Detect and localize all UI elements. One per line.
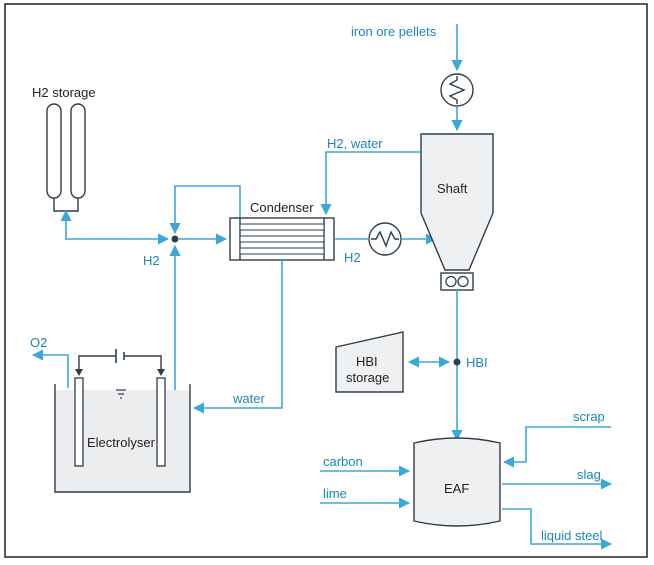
- h2-junction: [171, 235, 179, 243]
- h2-right-label: H2: [344, 250, 361, 265]
- shaft-furnace: [420, 133, 494, 271]
- slag-label: slag: [577, 467, 601, 482]
- h2-water-label: H2, water: [327, 136, 383, 151]
- flow-liquid-steel: [502, 508, 613, 550]
- shaft-label: Shaft: [437, 181, 468, 196]
- water-label: water: [232, 391, 265, 406]
- h2-left-label: H2: [143, 253, 160, 268]
- hbi-label: HBI: [466, 355, 488, 370]
- h2-heater: [368, 222, 402, 256]
- hbi-storage-label-2: storage: [346, 370, 389, 385]
- lime-label: lime: [323, 486, 347, 501]
- condenser-label: Condenser: [250, 200, 314, 215]
- h2-storage-tanks: [46, 103, 86, 212]
- power-supply: [75, 349, 165, 376]
- hbi-junction: [453, 358, 461, 366]
- flow-o2-out: [31, 349, 69, 388]
- shaft-discharge: [440, 272, 474, 291]
- flow-offgas-to-condenser: [320, 151, 421, 216]
- electrolyser: [54, 377, 191, 493]
- carbon-label: carbon: [323, 454, 363, 469]
- h2-storage-label: H2 storage: [32, 85, 96, 100]
- o2-label: O2: [30, 335, 47, 350]
- iron-ore-pellets-label: iron ore pellets: [351, 24, 437, 39]
- flow-water-to-electrolyser: [192, 260, 283, 414]
- flow-scrap: [502, 426, 611, 468]
- eaf-label: EAF: [444, 481, 469, 496]
- pellet-heater: [440, 73, 474, 107]
- condenser: [229, 217, 335, 261]
- electrolyser-label: Electrolyser: [87, 435, 156, 450]
- flow-storage-to-junction: [60, 209, 170, 245]
- scrap-label: scrap: [573, 409, 605, 424]
- flow-recycle-loop: [169, 185, 241, 235]
- eaf: [413, 437, 501, 527]
- hbi-storage-label-1: HBI: [356, 354, 378, 369]
- hbi-storage: [335, 331, 404, 393]
- liquid-steel-label: liquid steel: [541, 528, 603, 543]
